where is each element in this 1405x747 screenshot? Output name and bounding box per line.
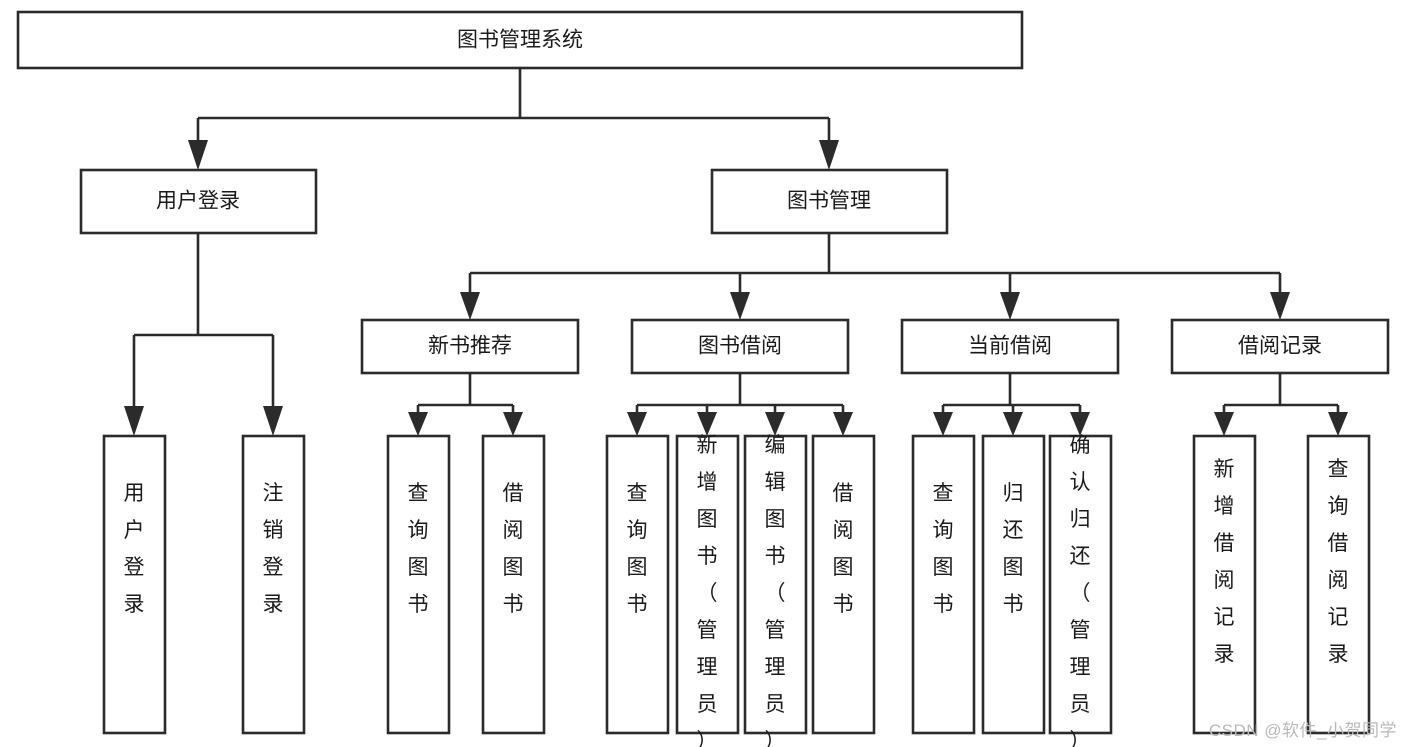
node-borrow-label: 图书借阅 — [698, 335, 782, 358]
arrowhead-newbook-to-leaf3 — [408, 412, 428, 436]
edge-group-root — [188, 68, 839, 170]
node-bookmgmt-label: 图书管理 — [787, 190, 871, 213]
node-leaf6[interactable]: 新增图书（管理员） — [675, 434, 740, 747]
arrowhead-bookmgmt-to-current — [1000, 292, 1020, 320]
node-leaf2-box[interactable] — [241, 434, 306, 735]
arrowhead-record-to-leaf13 — [1328, 412, 1348, 436]
arrowhead-current-to-leaf9 — [933, 412, 953, 436]
node-leaf12[interactable]: 新增借阅记录 — [1192, 434, 1257, 735]
node-bookmgmt-box[interactable] — [710, 168, 949, 235]
node-record[interactable]: 借阅记录 — [1170, 318, 1390, 375]
node-leaf11[interactable]: 确认归还（管理员） — [1048, 434, 1113, 747]
node-leaf2-label: 注销登录 — [263, 482, 284, 616]
node-leaf3[interactable]: 查询图书 — [386, 434, 451, 735]
node-leaf9[interactable]: 查询图书 — [911, 434, 976, 735]
node-leaf10-label: 归还图书 — [1003, 482, 1024, 616]
node-leaf10[interactable]: 归还图书 — [981, 434, 1046, 735]
node-root[interactable]: 图书管理系统 — [16, 10, 1024, 70]
arrowhead-login-to-leaf1 — [124, 406, 144, 436]
node-leaf10-box[interactable] — [981, 434, 1046, 735]
node-newbook-box[interactable] — [360, 318, 580, 375]
node-current-label: 当前借阅 — [968, 335, 1052, 358]
node-leaf5-label: 查询图书 — [627, 482, 648, 616]
node-leaf6-box[interactable] — [675, 434, 740, 735]
node-leaf6-label: 新增图书（管理员） — [697, 434, 718, 747]
node-leaf8[interactable]: 借阅图书 — [811, 434, 876, 735]
node-leaf9-box[interactable] — [911, 434, 976, 735]
node-leaf13-box[interactable] — [1306, 434, 1371, 735]
node-leaf7-box[interactable] — [743, 434, 808, 735]
edge-group-record — [1214, 373, 1348, 436]
node-root-label: 图书管理系统 — [457, 29, 583, 52]
node-leaf1-label: 用户登录 — [124, 482, 145, 616]
node-leaf12-box[interactable] — [1192, 434, 1257, 735]
node-leaf4-label: 借阅图书 — [503, 482, 524, 616]
arrowhead-borrow-to-leaf6 — [697, 412, 717, 436]
node-leaf3-box[interactable] — [386, 434, 451, 735]
arrowhead-current-to-leaf11 — [1070, 412, 1090, 436]
arrowhead-bookmgmt-to-newbook — [460, 292, 480, 320]
node-leaf1-box[interactable] — [102, 434, 167, 735]
node-root-box[interactable] — [16, 10, 1024, 70]
arrowhead-bookmgmt-to-record — [1270, 292, 1290, 320]
node-leaf8-box[interactable] — [811, 434, 876, 735]
arrowhead-bookmgmt-to-borrow — [730, 292, 750, 320]
edge-group-current — [933, 373, 1090, 436]
node-leaf7-label: 编辑图书（管理员） — [765, 434, 786, 747]
node-record-label: 借阅记录 — [1238, 335, 1322, 358]
node-leaf13[interactable]: 查询借阅记录 — [1306, 434, 1371, 735]
node-borrow[interactable]: 图书借阅 — [630, 318, 850, 375]
node-leaf4[interactable]: 借阅图书 — [481, 434, 546, 735]
node-current-box[interactable] — [900, 318, 1120, 375]
node-leaf4-box[interactable] — [481, 434, 546, 735]
arrowhead-borrow-to-leaf7 — [765, 412, 785, 436]
node-leaf8-label: 借阅图书 — [833, 482, 854, 616]
node-leaf9-label: 查询图书 — [933, 482, 954, 616]
node-leaf1[interactable]: 用户登录 — [102, 434, 167, 735]
node-login-box[interactable] — [79, 168, 318, 235]
arrowhead-borrow-to-leaf8 — [833, 412, 853, 436]
node-leaf11-box[interactable] — [1048, 434, 1113, 735]
edge-group-login — [124, 233, 283, 436]
node-bookmgmt[interactable]: 图书管理 — [710, 168, 949, 235]
arrowhead-record-to-leaf12 — [1214, 412, 1234, 436]
csdn-watermark: CSDN @软件_小贺同学 — [1208, 721, 1397, 740]
arrowhead-root-to-login — [188, 140, 208, 170]
node-newbook-label: 新书推荐 — [428, 335, 512, 358]
arrowhead-newbook-to-leaf4 — [503, 412, 523, 436]
node-leaf13-label: 查询借阅记录 — [1328, 458, 1349, 666]
edge-group-borrow — [627, 373, 853, 436]
node-current[interactable]: 当前借阅 — [900, 318, 1120, 375]
node-record-box[interactable] — [1170, 318, 1390, 375]
arrowhead-borrow-to-leaf5 — [627, 412, 647, 436]
node-newbook[interactable]: 新书推荐 — [360, 318, 580, 375]
edge-group-newbook — [408, 373, 523, 436]
node-leaf5-box[interactable] — [605, 434, 670, 735]
node-leaf3-label: 查询图书 — [408, 482, 429, 616]
node-leaf2[interactable]: 注销登录 — [241, 434, 306, 735]
node-leaf12-label: 新增借阅记录 — [1214, 458, 1235, 666]
node-leaf7[interactable]: 编辑图书（管理员） — [743, 434, 808, 747]
node-borrow-box[interactable] — [630, 318, 850, 375]
arrowhead-root-to-bookmgmt — [819, 140, 839, 170]
node-login[interactable]: 用户登录 — [79, 168, 318, 235]
node-login-label: 用户登录 — [156, 190, 240, 213]
edge-group-bookmgmt — [460, 233, 1290, 320]
arrowhead-current-to-leaf10 — [1003, 412, 1023, 436]
arrowhead-login-to-leaf2 — [263, 406, 283, 436]
node-leaf11-label: 确认归还（管理员） — [1070, 434, 1091, 747]
node-leaf5[interactable]: 查询图书 — [605, 434, 670, 735]
